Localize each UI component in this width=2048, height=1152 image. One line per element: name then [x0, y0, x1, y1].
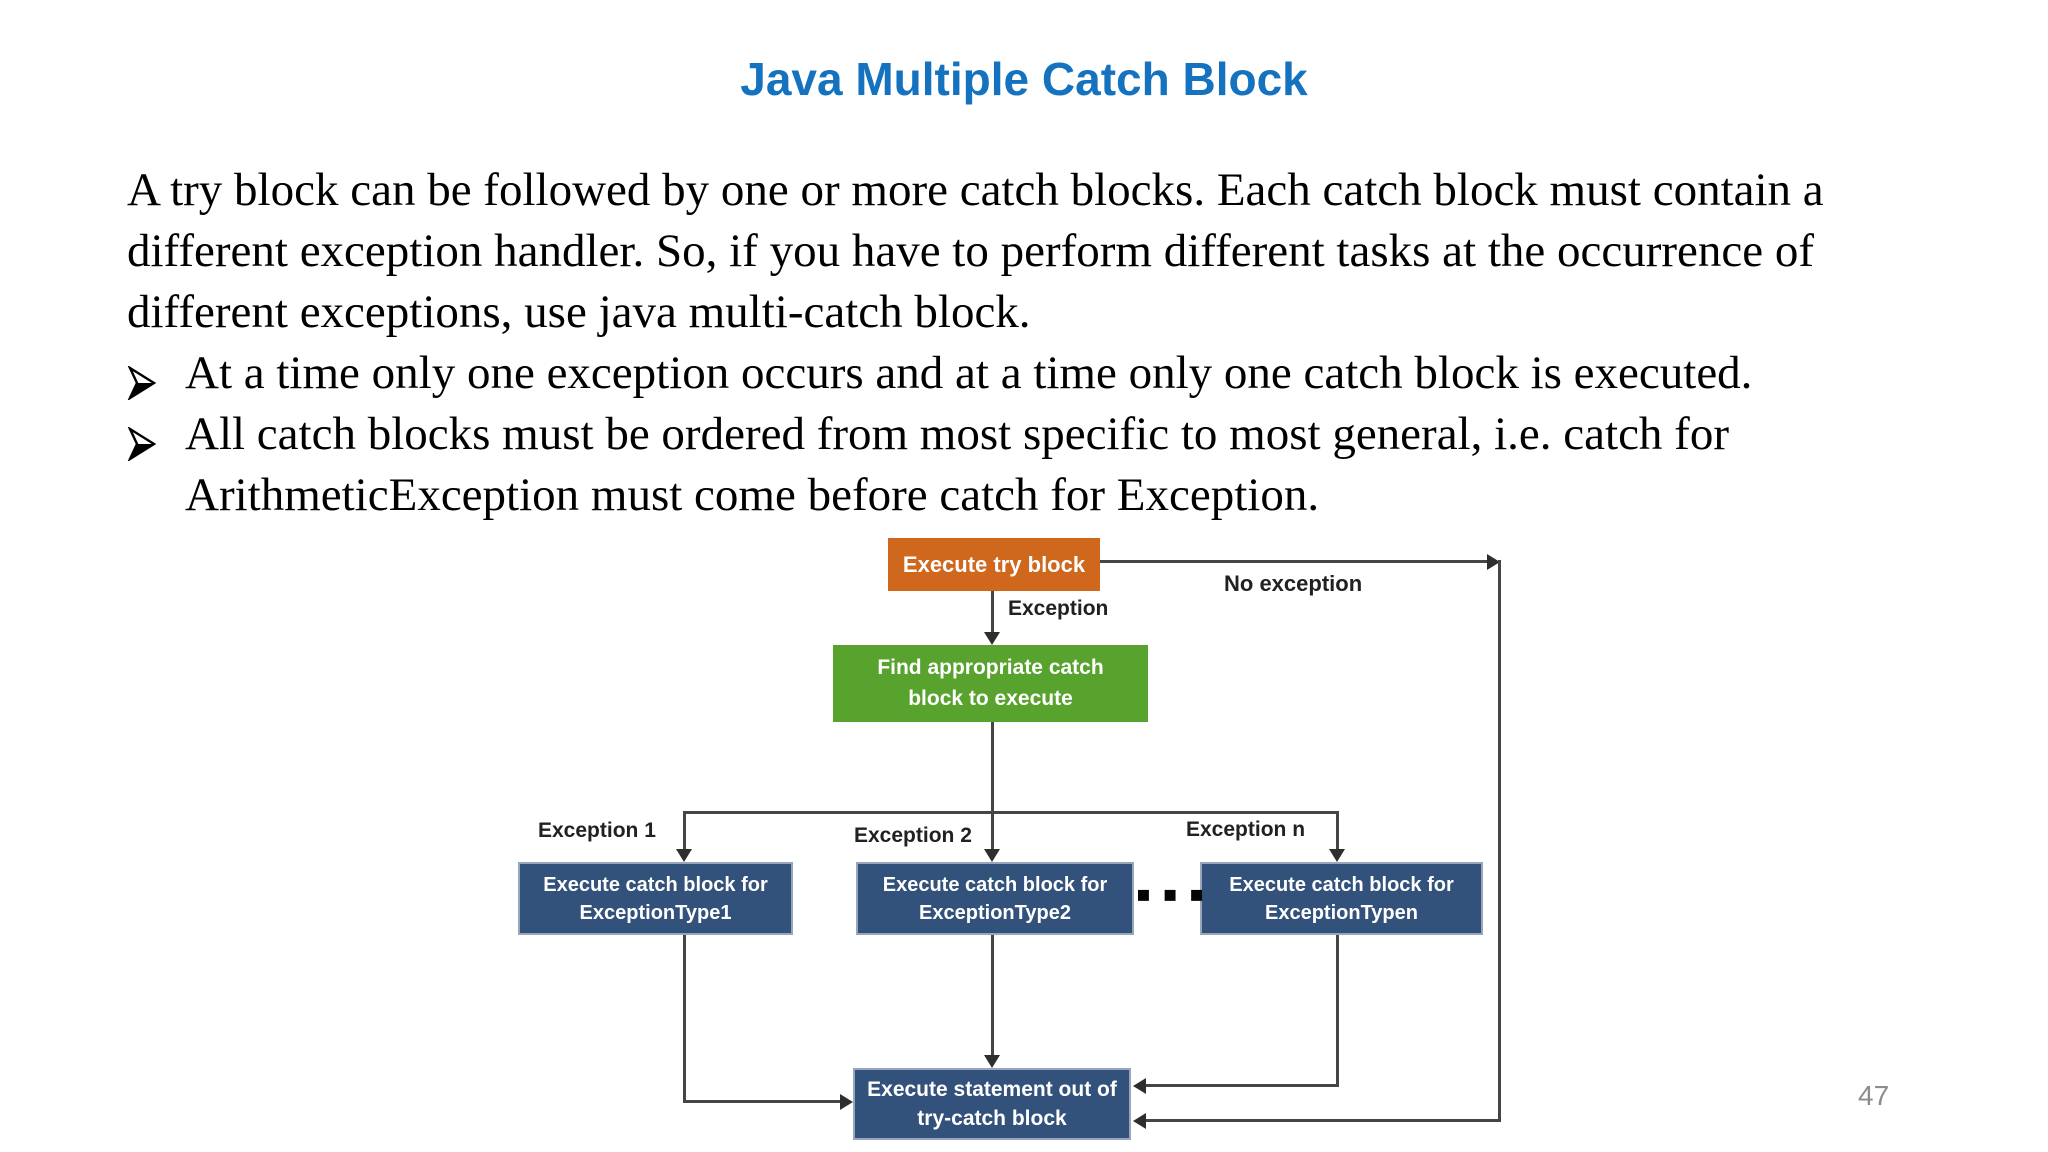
arrowhead-bullet-icon [127, 355, 157, 402]
page-title: Java Multiple Catch Block [740, 53, 1308, 105]
list-item: All catch blocks must be ordered from mo… [127, 404, 1947, 465]
arrowhead-right-icon [840, 1094, 853, 1110]
edge-label-no-exception: No exception [1224, 571, 1363, 596]
edge-catch1-right [683, 1100, 841, 1103]
node-execute-try-block: Execute try block [888, 538, 1100, 591]
edge-catch2-down [991, 935, 994, 1057]
arrowhead-down-icon [984, 849, 1000, 862]
list-item: At a time only one exception occurs and … [127, 343, 1947, 404]
arrowhead-down-icon [676, 849, 692, 862]
edge-catchn-down [1336, 935, 1339, 1087]
arrowhead-right-icon [1487, 554, 1500, 570]
node-statement-out: Execute statement out of try-catch block [853, 1068, 1131, 1140]
arrowhead-down-icon [1329, 849, 1345, 862]
arrowhead-left-icon [1133, 1113, 1146, 1129]
edge-try-to-find [991, 591, 994, 633]
list-item-text: At a time only one exception occurs and … [185, 347, 1753, 399]
page-number: 47 [1858, 1080, 1890, 1111]
node-catch-block-type2: Execute catch block for ExceptionType2 [856, 862, 1134, 935]
edge-noexception-top [1100, 560, 1490, 563]
edge-catch1-down [683, 935, 686, 1103]
edge-drop-catch1 [683, 811, 686, 851]
paragraph-line: different exceptions, use java multi-cat… [127, 286, 1031, 338]
edge-label-exception-2: Exception 2 [854, 824, 972, 847]
list-item-text: ArithmeticException must come before cat… [185, 469, 1320, 521]
node-catch-block-typen: Execute catch block for ExceptionTypen [1200, 862, 1483, 935]
list-item-text: All catch blocks must be ordered from mo… [185, 408, 1729, 460]
list-item-continuation: ArithmeticException must come before cat… [127, 465, 1947, 526]
edge-noexception-bottom [1146, 1119, 1501, 1122]
edge-label-exception-1: Exception 1 [538, 819, 656, 842]
arrowhead-down-icon [984, 632, 1000, 645]
edge-catchn-left [1146, 1084, 1339, 1087]
edge-label-exception-n: Exception n [1186, 818, 1306, 841]
edge-noexception-right [1498, 560, 1501, 1122]
body-text: A try block can be followed by one or mo… [127, 160, 1947, 526]
node-find-appropriate-catch: Find appropriate catch block to execute [833, 645, 1148, 722]
arrowhead-bullet-icon [127, 416, 157, 463]
edge-find-to-catch2 [991, 722, 994, 852]
edge-distribution [683, 811, 1339, 814]
edge-label-exception: Exception [1008, 597, 1109, 620]
paragraph-line: different exception handler. So, if you … [127, 225, 1815, 277]
arrowhead-left-icon [1133, 1078, 1146, 1094]
ellipsis-dots: ▪ ▪ ▪ [1136, 882, 1207, 907]
edge-drop-catchn [1336, 811, 1339, 851]
node-catch-block-type1: Execute catch block for ExceptionType1 [518, 862, 793, 935]
arrowhead-down-icon [984, 1055, 1000, 1068]
paragraph-line: A try block can be followed by one or mo… [127, 164, 1824, 216]
